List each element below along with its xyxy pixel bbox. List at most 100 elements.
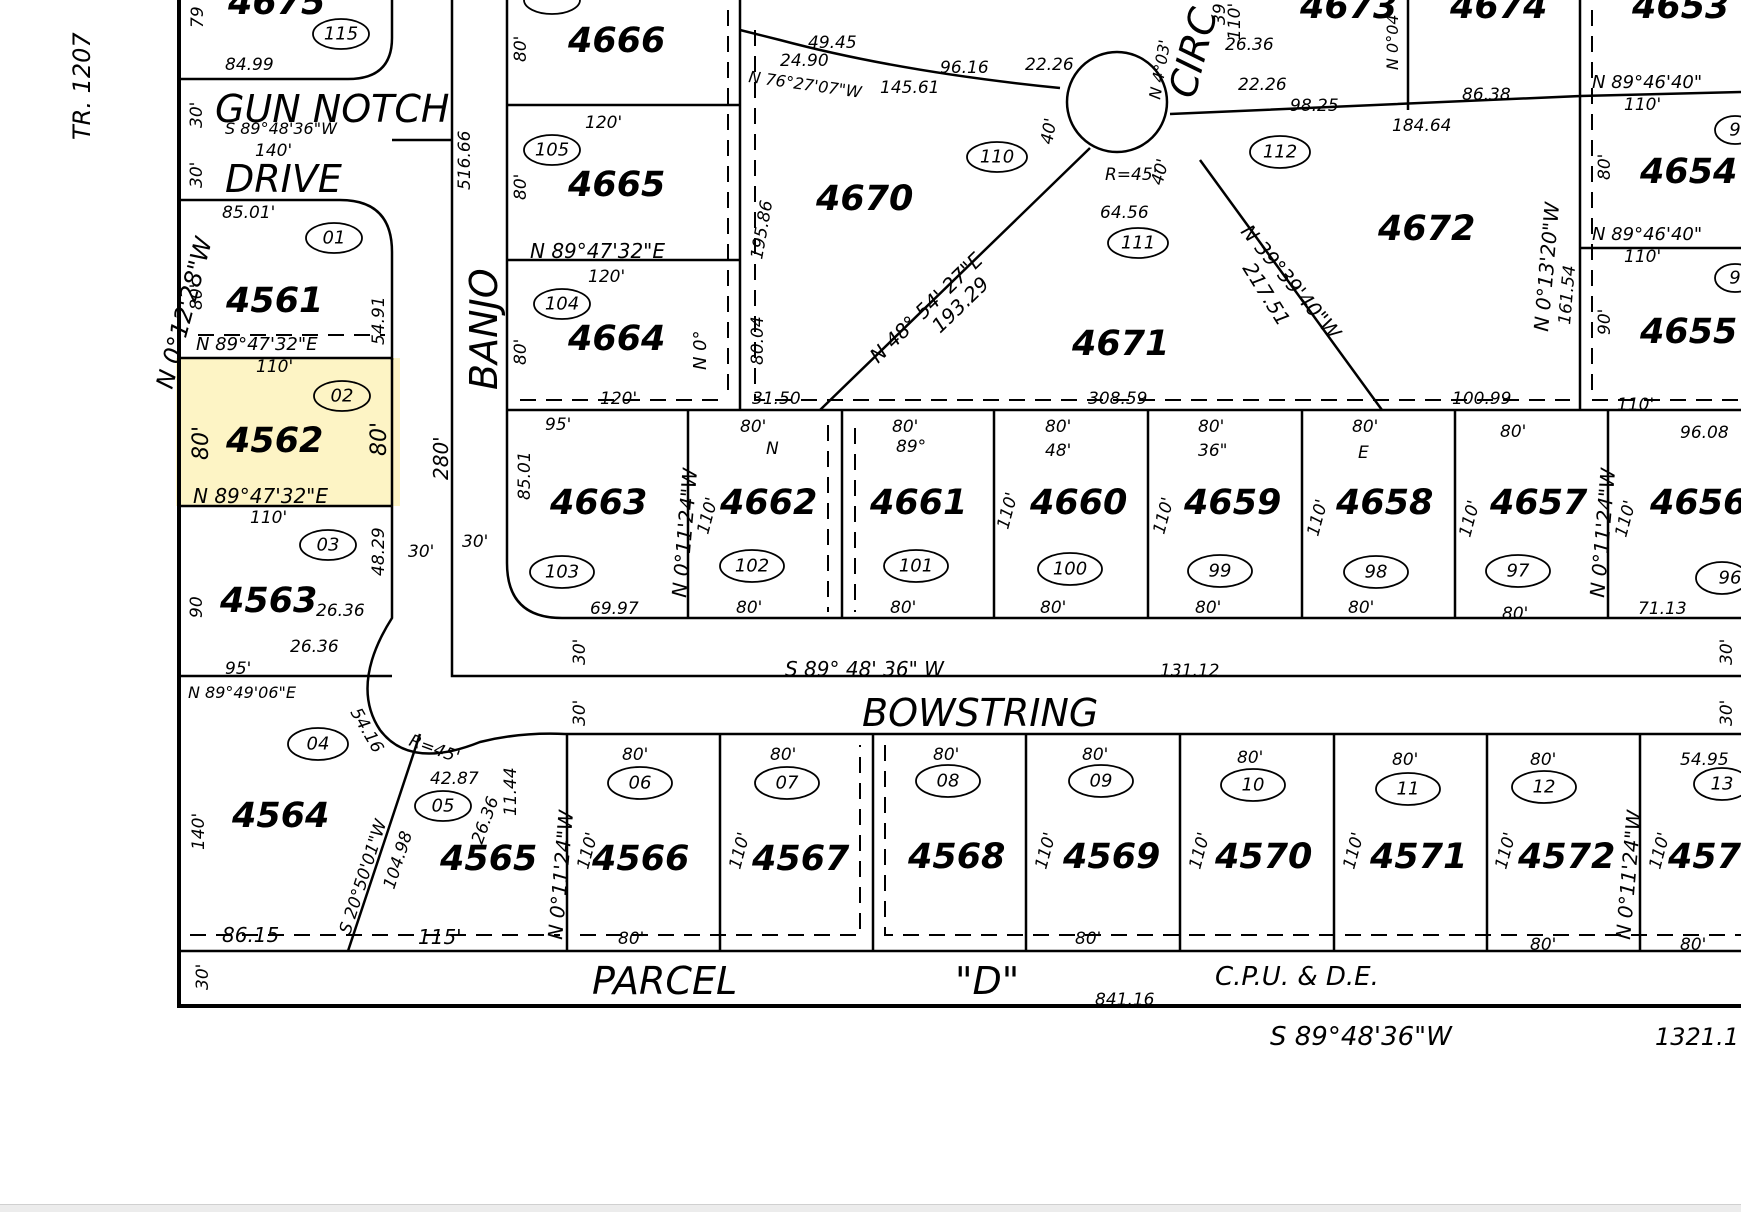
lot-4564[interactable]: 4564 (231, 796, 329, 836)
dimension: 110' (1624, 247, 1661, 267)
dimension: 30' (193, 964, 213, 990)
dimension: 30' (187, 102, 207, 128)
lot-4565[interactable]: 4565 (439, 839, 537, 879)
dimension: 80' (1045, 417, 1071, 437)
svg-text:08: 08 (937, 771, 960, 792)
svg-text:06: 06 (629, 773, 652, 794)
dimension: 80' (511, 174, 531, 200)
dimension: 80' (1348, 598, 1374, 618)
parcel-bubble-09: 09 (1068, 764, 1134, 798)
bearing: N 89°47'32"E (193, 484, 328, 508)
parcel-bubble-99: 99 (1187, 554, 1253, 588)
dimension: 85.01' (222, 203, 275, 223)
lot-4671[interactable]: 4671 (1071, 324, 1169, 364)
bearing: N 89°46'40" (1592, 224, 1702, 245)
dimension: 110' (1624, 95, 1661, 115)
dimension: 31.50 (752, 389, 801, 409)
svg-text:110: 110 (980, 147, 1014, 168)
lot-4567[interactable]: 4567 (751, 839, 850, 879)
dimension: 80' (1595, 154, 1615, 180)
lot-4562[interactable]: 4562 (225, 421, 323, 461)
lot-4674[interactable]: 4674 (1449, 0, 1547, 27)
dimension: N (766, 439, 779, 459)
lot-4566[interactable]: 4566 (591, 839, 689, 879)
dimension: 90' (1595, 309, 1615, 335)
cpu-de-label: C.P.U. & D.E. (1215, 962, 1379, 992)
dimension: 86.38 (1462, 85, 1511, 105)
dimension: 80' (511, 36, 531, 62)
lot-4563[interactable]: 4563 (219, 581, 317, 621)
lot-4561[interactable]: 4561 (225, 281, 323, 321)
dimension: 22.26 (1025, 55, 1074, 75)
lot-4675[interactable]: 4675 (227, 0, 325, 23)
dimension: 110' (256, 357, 293, 377)
parcel-bubble-10: 10 (1220, 768, 1286, 802)
dimension: 80' (1040, 598, 1066, 618)
lot-4657[interactable]: 4657 (1489, 483, 1588, 523)
dimension: 80' (1680, 935, 1706, 955)
parcel-bubble-104: 104 (533, 288, 591, 320)
lot-4660[interactable]: 4660 (1029, 483, 1127, 523)
dimension: 80' (740, 417, 766, 437)
lot-4664[interactable]: 4664 (567, 319, 665, 359)
dimension: 516.66 (455, 130, 475, 190)
lot-4568[interactable]: 4568 (907, 837, 1005, 877)
svg-text:98: 98 (1365, 562, 1388, 583)
svg-text:02: 02 (331, 386, 354, 407)
parcel-bubble-05: 05 (414, 790, 472, 822)
svg-text:105: 105 (535, 140, 569, 161)
dimension: E (1358, 443, 1369, 463)
lot-4661[interactable]: 4661 (869, 483, 967, 523)
bearing: N 89°47'32"E (530, 239, 665, 263)
dimension: 110' (1617, 395, 1654, 415)
bearing: S 89° 48' 36" W (785, 657, 945, 681)
dimension: 84.99 (225, 55, 274, 75)
street-drive: DRIVE (225, 157, 342, 201)
lot-4572[interactable]: 4572 (1517, 837, 1615, 877)
dimension: 110' (1225, 3, 1245, 40)
dimension: 49.45 (808, 33, 857, 53)
svg-text:12: 12 (1533, 777, 1556, 798)
lot-4655[interactable]: 4655 (1639, 312, 1737, 352)
dimension: 79 (188, 6, 208, 28)
lot-4654[interactable]: 4654 (1639, 152, 1737, 192)
dimension: 80' (622, 745, 648, 765)
parcel-bubble-111: 111 (1107, 227, 1169, 259)
svg-text:09: 09 (1090, 771, 1113, 792)
dimension: 80' (367, 422, 392, 456)
lot-4663[interactable]: 4663 (549, 483, 647, 523)
lot-4569[interactable]: 4569 (1062, 837, 1160, 877)
lot-4673[interactable]: 4673 (1299, 0, 1397, 27)
lot-4658[interactable]: 4658 (1335, 483, 1433, 523)
dimension: 195.86 (747, 199, 777, 261)
dimension: 90 (187, 596, 207, 618)
lot-4665[interactable]: 4665 (567, 165, 665, 205)
dimension: 115' (418, 925, 462, 949)
parcel-bubble-97: 97 (1485, 554, 1551, 588)
tract-label: TR. 1207 (68, 32, 96, 140)
bearing: S 89°48'36"W (225, 119, 338, 138)
lot-4670[interactable]: 4670 (815, 179, 913, 219)
dimension: 36" (1198, 441, 1227, 461)
dimension: 89° (896, 437, 926, 457)
dimension: 841.16 (1095, 990, 1155, 1010)
parcel-bubble-06: 06 (607, 766, 673, 800)
lot-4653[interactable]: 4653 (1631, 0, 1729, 27)
lot-4659[interactable]: 4659 (1183, 483, 1281, 523)
svg-text:111: 111 (1121, 233, 1155, 254)
bearing: N 89°46'40" (1592, 72, 1702, 93)
parcel-bubble-11: 11 (1375, 772, 1441, 806)
lot-4573[interactable]: 4573 (1667, 837, 1741, 877)
lot-4666[interactable]: 4666 (567, 21, 665, 61)
svg-text:9: 9 (1729, 268, 1740, 289)
dimension: 110' (1340, 830, 1369, 871)
lot-4656[interactable]: 4656 (1649, 483, 1741, 523)
parcel-bubble-9a: 9 (1714, 115, 1741, 145)
lot-4571[interactable]: 4571 (1369, 837, 1467, 877)
lot-4570[interactable]: 4570 (1214, 837, 1312, 877)
lot-4672[interactable]: 4672 (1377, 209, 1475, 249)
lot-4662[interactable]: 4662 (719, 483, 817, 523)
parcel-highlight-4562[interactable] (176, 358, 400, 506)
bearing: N 0°04' (1383, 10, 1402, 70)
